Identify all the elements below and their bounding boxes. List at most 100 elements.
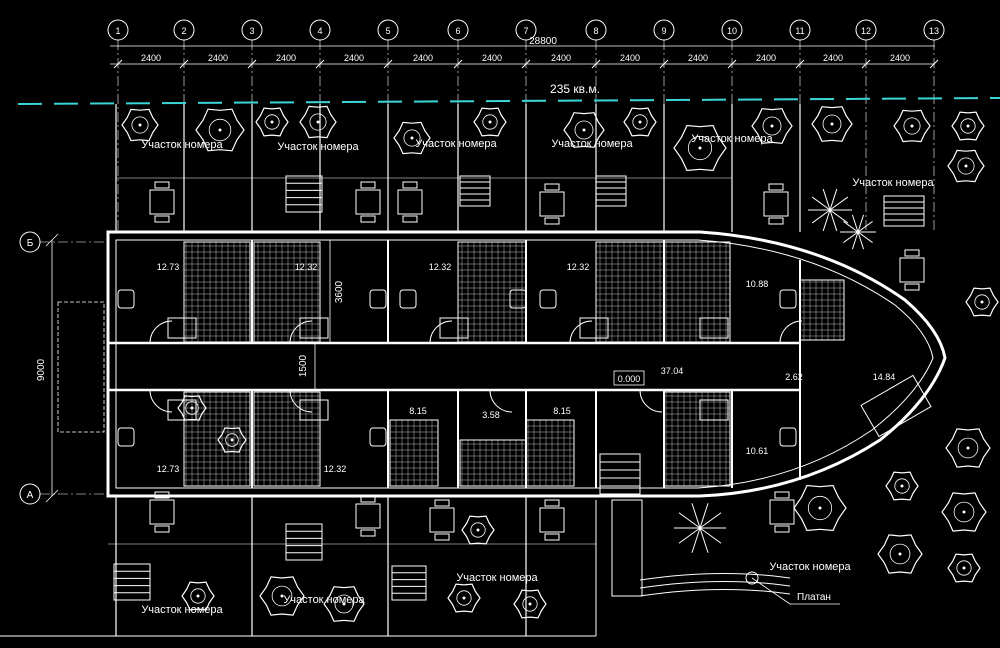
dim-tick (315, 59, 325, 69)
tree (877, 534, 923, 574)
tree (623, 107, 657, 137)
tree (893, 109, 931, 143)
top-dimension-chain (110, 45, 935, 65)
room-area-labels: 12.73 12.32 12.32 12.32 10.88 12.73 12.3… (157, 262, 896, 474)
sofa (860, 374, 932, 438)
armchair (779, 427, 797, 447)
palm (674, 503, 726, 553)
chair (434, 533, 450, 541)
bathroom (525, 419, 575, 487)
armchair (369, 289, 387, 309)
tree (181, 581, 215, 611)
plot-label-2: Участок номера (277, 141, 359, 153)
plot-label-9: Участок номера (769, 561, 851, 573)
axis-label: 4 (317, 26, 322, 36)
dim-tick (521, 59, 531, 69)
axis-bubble (855, 19, 877, 41)
side-dimension-chain (45, 233, 331, 503)
entrance-stair-left (57, 301, 105, 433)
armchair (117, 427, 135, 447)
span-label: 2400 (276, 53, 296, 63)
axis-label: 3 (249, 26, 254, 36)
wardrobe (299, 399, 329, 421)
span-label: 2400 (756, 53, 776, 63)
armchair (117, 289, 135, 309)
tree (945, 428, 991, 468)
area-upper-1: 12.73 (157, 262, 180, 272)
stair (285, 523, 323, 561)
row-axis-bubble (19, 483, 41, 505)
span-label: 2400 (890, 53, 910, 63)
span-label: 2400 (620, 53, 640, 63)
plot-area-label: 235 кв.м. (550, 82, 600, 96)
axis-label: 11 (795, 26, 804, 36)
chair (544, 499, 560, 507)
plane-tree-label: Платан (797, 592, 831, 603)
area-lower-2: 12.32 (324, 464, 347, 474)
door-swing (429, 320, 453, 344)
dimension-ticks (113, 59, 939, 69)
chair (434, 499, 450, 507)
chair (544, 183, 560, 191)
wardrobe (699, 399, 729, 421)
span-label: 2400 (823, 53, 843, 63)
stair (599, 453, 641, 495)
plot-label-4: Участок номера (551, 138, 633, 150)
area-lower-8: 2.62 (785, 372, 803, 382)
table (539, 507, 565, 533)
bathroom (663, 391, 731, 487)
tree (513, 589, 547, 619)
area-lower-1: 12.73 (157, 464, 180, 474)
plane-tree-marker (745, 571, 759, 585)
tree (121, 108, 159, 142)
dim-tick (247, 59, 257, 69)
dim-tick (383, 59, 393, 69)
axis-bubble (923, 19, 945, 41)
tree (811, 106, 853, 142)
entrance-steps (611, 499, 791, 597)
span-label: 2400 (141, 53, 161, 63)
table (397, 189, 423, 215)
palm (808, 188, 852, 232)
chair (774, 525, 790, 533)
chair (544, 533, 560, 541)
plane-tree-leader (751, 577, 791, 605)
area-upper-5: 10.88 (746, 279, 769, 289)
plot-labels: Участок номера Участок номера Участок но… (141, 133, 934, 616)
wardrobe (167, 317, 197, 339)
tree (563, 112, 605, 148)
building-outline (106, 230, 947, 498)
tree (473, 107, 507, 137)
corridor-width-dimension: 1500 (298, 354, 309, 377)
tree (255, 107, 289, 137)
bathroom (799, 279, 845, 341)
tree (323, 586, 365, 622)
table (149, 189, 175, 215)
tree (217, 427, 247, 453)
tree (195, 108, 245, 152)
span-label: 2400 (208, 53, 228, 63)
area-lower-7: 10.61 (746, 446, 769, 456)
tree (941, 492, 987, 532)
chair (544, 217, 560, 225)
chair (768, 217, 784, 225)
tree (793, 484, 847, 532)
tree (673, 124, 727, 172)
dim-tick (591, 59, 601, 69)
chair (154, 181, 170, 189)
chair (904, 249, 920, 257)
tree (447, 583, 481, 613)
chair (774, 491, 790, 499)
stair (113, 563, 151, 601)
span-label: 2400 (344, 53, 364, 63)
palm (840, 214, 876, 250)
axis-bubble (653, 19, 675, 41)
bathroom (253, 391, 321, 487)
bathroom (663, 241, 731, 343)
area-upper-2: 12.32 (295, 262, 318, 272)
armchair (509, 289, 527, 309)
axis-label: 2 (181, 26, 186, 36)
